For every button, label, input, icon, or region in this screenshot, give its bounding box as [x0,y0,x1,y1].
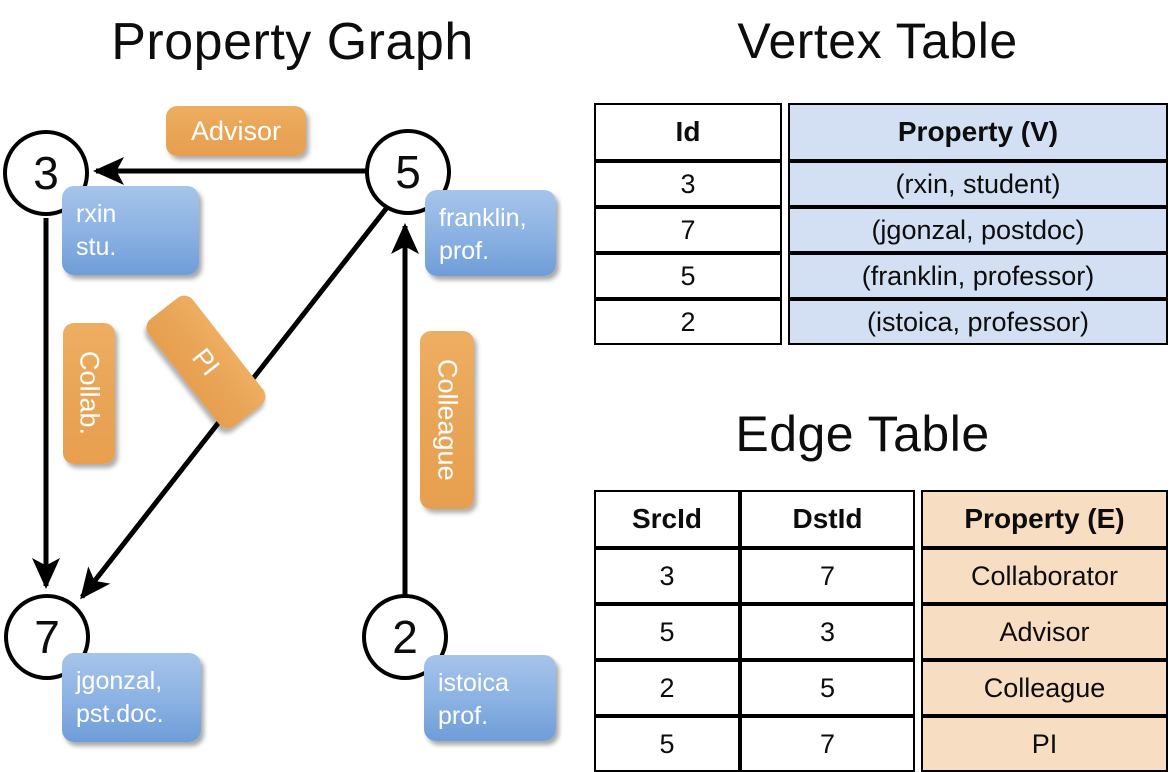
edge-label-advisor-text: Advisor [190,115,282,146]
column-gap [782,103,788,161]
vertex-prop-line-role: prof. [439,237,490,265]
edge-table-header-dstid: DstId [740,490,915,548]
column-gap [915,660,921,716]
table-row: 5 (franklin, professor) [594,253,1168,299]
column-gap [915,490,921,548]
vertex-cell-property: (istoica, professor) [788,299,1168,345]
edge-cell-srcid: 5 [594,604,740,660]
edge-cell-srcid: 2 [594,660,740,716]
table-row: 2 (istoica, professor) [594,299,1168,345]
column-gap [782,299,788,345]
edge-cell-dstid: 3 [740,604,915,660]
vertex-table-header-id: Id [594,103,782,161]
vertex-cell-id: 3 [594,161,782,207]
vertex-table-header-property: Property (V) [788,103,1168,161]
column-gap [915,716,921,772]
edge-label-pi-text: PI [186,342,227,381]
edge-cell-property: Advisor [921,604,1168,660]
edge-cell-property: Collaborator [921,548,1168,604]
edge-cell-dstid: 5 [740,660,915,716]
vertex-prop-line-name: franklin, [439,204,527,232]
edge-cell-srcid: 3 [594,548,740,604]
page-title-edge-table: Edge Table [735,406,990,462]
column-gap [782,161,788,207]
vertex-prop-line-role: pst.doc. [76,700,164,728]
column-gap [782,253,788,299]
vertex-cell-id: 2 [594,299,782,345]
vertex-cell-property: (rxin, student) [788,161,1168,207]
graph-node-2[interactable]: 2 [362,594,448,680]
vertex-cell-id: 5 [594,253,782,299]
vertex-table-header-row: Id Property (V) [594,103,1168,161]
column-gap [782,207,788,253]
vertex-property-box-5: franklin, prof. [425,190,556,276]
edge-label-colleague: Colleague [420,331,474,509]
table-row: 3 (rxin, student) [594,161,1168,207]
vertex-table: Id Property (V) 3 (rxin, student) 7 (jgo… [594,103,1168,345]
vertex-prop-line-name: rxin [76,200,117,228]
graph-node-5[interactable]: 5 [365,129,451,215]
vertex-prop-line-role: stu. [76,233,117,261]
edge-cell-property: Colleague [921,660,1168,716]
edge-table: SrcId DstId Property (E) 3 7 Collaborato… [594,490,1168,772]
edge-table-header-srcid: SrcId [594,490,740,548]
page-title-property-graph: Property Graph [111,13,474,71]
edge-table-header-property: Property (E) [921,490,1168,548]
page-title-vertex-table: Vertex Table [737,13,1018,69]
vertex-cell-id: 7 [594,207,782,253]
table-row: 5 3 Advisor [594,604,1168,660]
vertex-property-box-7: jgonzal, pst.doc. [62,653,201,742]
edge-label-collab-text: Collab. [74,351,105,436]
edge-label-colleague-text: Colleague [432,359,463,481]
edge-cell-dstid: 7 [740,716,915,772]
table-row: 5 7 PI [594,716,1168,772]
table-row: 7 (jgonzal, postdoc) [594,207,1168,253]
edge-cell-dstid: 7 [740,548,915,604]
vertex-prop-line-name: jgonzal, [76,667,163,695]
vertex-prop-line-role: prof. [438,702,489,730]
edge-label-advisor: Advisor [166,106,306,156]
edge-label-collab: Collab. [63,323,115,464]
edge-table-header-row: SrcId DstId Property (E) [594,490,1168,548]
table-row: 3 7 Collaborator [594,548,1168,604]
edge-cell-srcid: 5 [594,716,740,772]
property-graph-diagram: 3 5 7 2 rxin stu. franklin, prof. jgonza… [0,0,585,760]
vertex-cell-property: (franklin, professor) [788,253,1168,299]
vertex-prop-line-name: istoica [438,669,509,697]
vertex-property-box-3: rxin stu. [62,186,199,275]
column-gap [915,548,921,604]
table-row: 2 5 Colleague [594,660,1168,716]
vertex-property-box-2: istoica prof. [424,655,556,741]
edge-cell-property: PI [921,716,1168,772]
column-gap [915,604,921,660]
vertex-cell-property: (jgonzal, postdoc) [788,207,1168,253]
